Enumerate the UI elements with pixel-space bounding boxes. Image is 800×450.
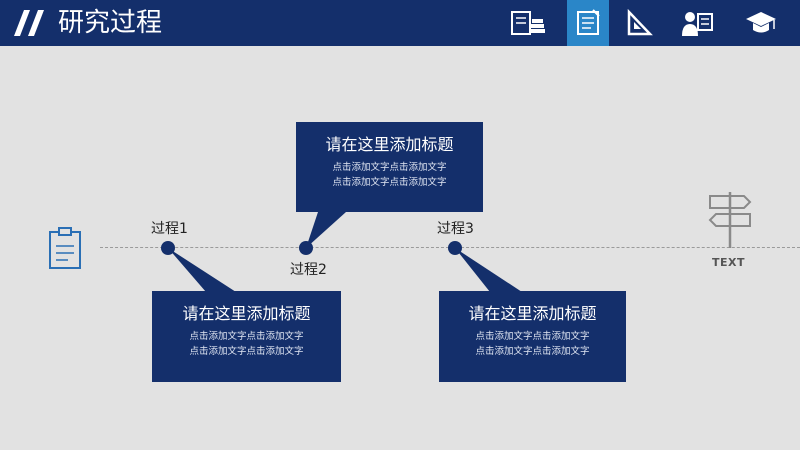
- callout-box-left[interactable]: 请在这里添加标题 点击添加文字点击添加文字 点击添加文字点击添加文字: [152, 291, 341, 382]
- signpost-icon: [708, 192, 752, 248]
- callout-text-line: 点击添加文字点击添加文字: [189, 346, 304, 357]
- callout-title: 请在这里添加标题: [325, 135, 454, 154]
- timeline-dot-1[interactable]: [161, 241, 175, 255]
- callout-tail-1: [168, 248, 236, 292]
- timeline-dot-2[interactable]: [299, 241, 313, 255]
- double-slash-logo-icon: [14, 10, 44, 36]
- callout-title: 请在这里添加标题: [468, 304, 597, 323]
- ruler-triangle-icon[interactable]: [618, 0, 660, 46]
- teacher-icon[interactable]: [676, 0, 718, 46]
- callout-tail-3: [455, 248, 522, 292]
- timeline-dot-3[interactable]: [448, 241, 462, 255]
- callout-box-top[interactable]: 请在这里添加标题 点击添加文字点击添加文字 点击添加文字点击添加文字: [296, 122, 483, 212]
- header-bar: 研究过程: [0, 0, 800, 46]
- callout-tail-2: [306, 212, 346, 248]
- step-label-1: 过程1: [151, 221, 188, 237]
- page-title: 研究过程: [58, 8, 163, 38]
- callout-text-line: 点击添加文字点击添加文字: [332, 177, 447, 188]
- books-icon[interactable]: [507, 0, 549, 46]
- step-label-2: 过程2: [290, 262, 327, 278]
- clipboard-icon: [49, 227, 81, 269]
- notebook-icon[interactable]: [567, 0, 609, 46]
- callout-title: 请在这里添加标题: [182, 304, 311, 323]
- step-label-3: 过程3: [437, 221, 474, 237]
- callout-text-line: 点击添加文字点击添加文字: [189, 331, 304, 342]
- callout-box-right[interactable]: 请在这里添加标题 点击添加文字点击添加文字 点击添加文字点击添加文字: [439, 291, 626, 382]
- callout-text-line: 点击添加文字点击添加文字: [475, 331, 590, 342]
- graduation-cap-icon[interactable]: [740, 0, 782, 46]
- callout-text-line: 点击添加文字点击添加文字: [332, 162, 447, 173]
- signpost-label: TEXT: [712, 256, 746, 269]
- callout-text-line: 点击添加文字点击添加文字: [475, 346, 590, 357]
